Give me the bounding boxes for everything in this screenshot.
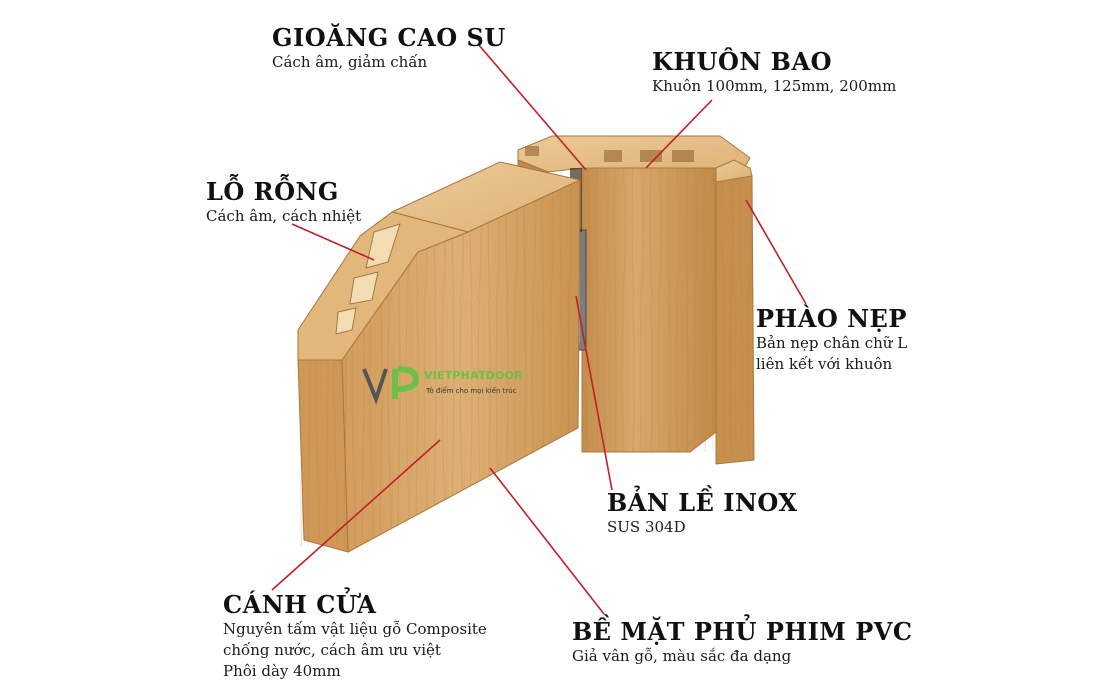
leader-khuon — [645, 99, 713, 169]
label-casing: PHÀO NẸP Bản nẹp chân chữ L liên kết với… — [756, 305, 907, 375]
door-leaf — [297, 161, 582, 553]
label-title: BỀ MẶT PHỦ PHIM PVC — [572, 617, 913, 646]
leader-phao-nep — [745, 199, 807, 305]
label-desc: Cách âm, cách nhiệt — [206, 207, 362, 225]
label-title: KHUÔN BAO — [652, 47, 832, 76]
label-stainless-hinge: BẢN LỀ INOX SUS 304D — [607, 489, 798, 538]
label-desc-line-1: Bản nẹp chân chữ L — [756, 334, 908, 352]
label-title: GIOĂNG CAO SU — [272, 23, 506, 52]
label-desc: SUS 304D — [607, 518, 686, 536]
label-desc-line-2: chống nước, cách âm ưu việt — [223, 641, 441, 659]
casing-grain — [718, 182, 752, 460]
hollow-chamber-3 — [335, 307, 357, 335]
vp-logo-mark-icon — [362, 366, 420, 405]
label-door-leaf: CÁNH CỬA Nguyên tấm vật liệu gỗ Composit… — [223, 591, 487, 682]
label-rubber-gasket: GIOĂNG CAO SU Cách âm, giảm chấn — [272, 24, 506, 73]
leader-canh-cua — [271, 439, 441, 591]
frame-profile-hole-4 — [672, 150, 694, 162]
door-leaf-side-grain — [300, 360, 346, 546]
label-title: CÁNH CỬA — [223, 590, 377, 619]
label-desc: Khuôn 100mm, 125mm, 200mm — [652, 77, 897, 95]
frame-profile-hole-1 — [525, 146, 539, 156]
label-title: PHÀO NẸP — [756, 304, 907, 333]
label-desc: Cách âm, giảm chấn — [272, 53, 428, 71]
leader-gioang — [477, 43, 587, 171]
leader-lines — [271, 43, 807, 615]
leader-ban-le — [575, 295, 613, 491]
label-title: LỖ RỖNG — [206, 177, 339, 206]
label-door-frame: KHUÔN BAO Khuôn 100mm, 125mm, 200mm — [652, 48, 896, 97]
leader-lo-rong — [291, 223, 375, 261]
label-desc-line-3: Phôi dày 40mm — [223, 662, 341, 680]
frame-grain — [582, 168, 716, 452]
label-desc-line-1: Nguyên tấm vật liệu gỗ Composite — [223, 620, 487, 638]
hollow-chamber-2 — [349, 271, 379, 305]
door-leaf-grain — [342, 180, 580, 552]
frame-profile-hole-2 — [604, 150, 622, 162]
watermark-slogan: Tô điểm cho mọi kiến trúc — [426, 387, 517, 395]
frame-profile-hole-3 — [640, 150, 662, 162]
label-desc-line-2: liên kết với khuôn — [756, 355, 893, 373]
label-title: BẢN LỀ INOX — [607, 488, 798, 517]
label-desc: Giả vân gỗ, màu sắc đa dạng — [572, 647, 792, 665]
leader-be-mat — [489, 467, 605, 615]
label-hollow-core: LỖ RỖNG Cách âm, cách nhiệt — [206, 178, 361, 227]
watermark-logo: VIETPHATDOOR Tô điểm cho mọi kiến trúc — [362, 365, 562, 405]
watermark-brand: VIETPHATDOOR — [424, 369, 523, 382]
label-pvc-surface: BỀ MẶT PHỦ PHIM PVC Giả vân gỗ, màu sắc … — [572, 618, 912, 667]
door-frame — [517, 135, 755, 465]
frame-top-face — [517, 135, 751, 173]
hollow-chamber-1 — [365, 223, 401, 269]
